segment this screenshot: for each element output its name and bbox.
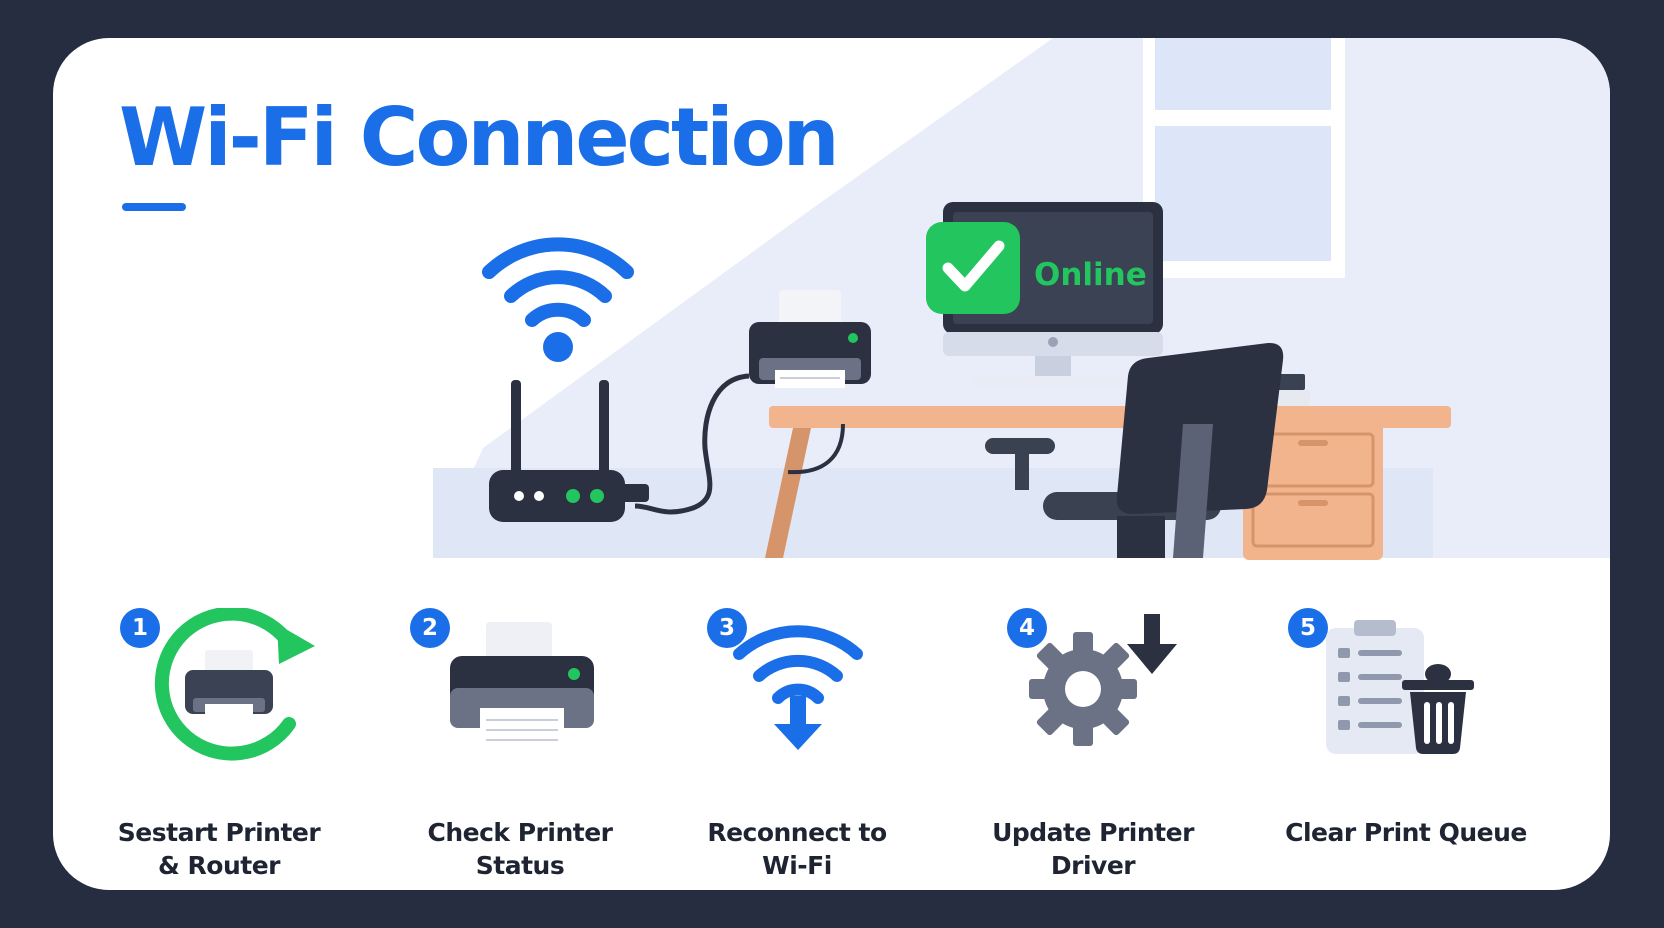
page-title: Wi-Fi Connection bbox=[119, 91, 840, 184]
step-label: Update Printer Driver bbox=[992, 818, 1194, 880]
desk-printer bbox=[749, 290, 871, 388]
step-clear-queue: 5 bbox=[1246, 598, 1527, 858]
window bbox=[1116, 38, 1345, 278]
online-status-label: Online bbox=[1034, 257, 1147, 293]
printer-cable bbox=[634, 373, 750, 515]
title-underline bbox=[122, 203, 186, 211]
gear-download-icon bbox=[1029, 614, 1177, 746]
step-label: Sestart Printer & Router bbox=[117, 818, 321, 880]
wifi-icon bbox=[482, 237, 634, 362]
step-check-status: 2 Check Printer Status bbox=[390, 598, 650, 880]
office-chair bbox=[985, 342, 1284, 558]
step-update-driver: 4 Update Printer Dr bbox=[963, 598, 1223, 880]
step-reconnect: 3 Reconnect to Wi-Fi bbox=[667, 598, 927, 880]
infographic-card: Wi-Fi Connection Online 1 Sestart Printe… bbox=[53, 38, 1610, 890]
step-number-badge: 5 bbox=[1288, 608, 1328, 648]
step-number-badge: 1 bbox=[120, 608, 160, 648]
restart-printer-icon bbox=[154, 608, 315, 761]
router bbox=[489, 380, 649, 522]
office-scene-illustration bbox=[433, 38, 1610, 560]
desk bbox=[765, 374, 1451, 560]
step-label: Check Printer Status bbox=[427, 818, 613, 880]
desk-cable bbox=[787, 423, 845, 475]
step-label: Reconnect to Wi-Fi bbox=[707, 818, 887, 880]
step-restart: 1 Sestart Printer & Router bbox=[89, 598, 349, 880]
check-icon bbox=[926, 222, 1020, 314]
wifi-reconnect-icon bbox=[733, 625, 863, 750]
troubleshooting-steps: 1 Sestart Printer & Router 2 bbox=[53, 598, 1610, 890]
step-number-badge: 3 bbox=[707, 608, 747, 648]
step-number-badge: 2 bbox=[410, 608, 450, 648]
step-number-badge: 4 bbox=[1007, 608, 1047, 648]
printer-icon bbox=[450, 622, 594, 744]
step-label: Clear Print Queue bbox=[1285, 818, 1527, 847]
clipboard-trash-icon bbox=[1326, 620, 1474, 754]
